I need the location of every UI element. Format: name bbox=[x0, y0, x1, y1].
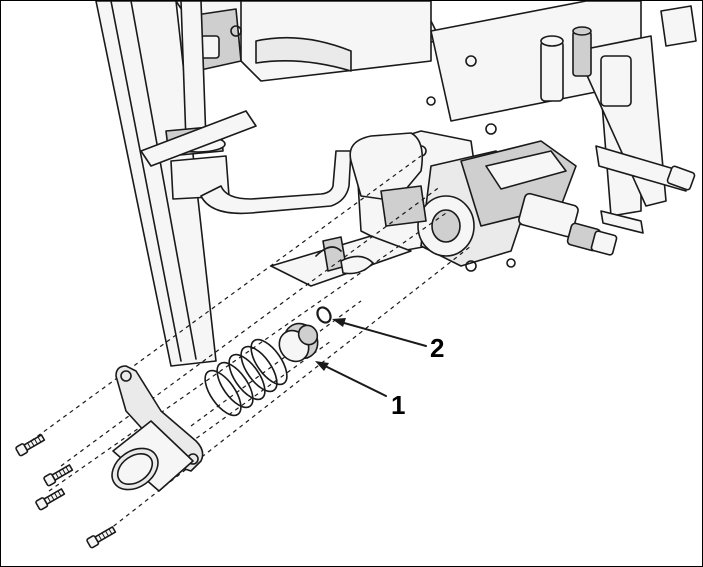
heat-exchanger-housing bbox=[188, 1, 432, 82]
control-lever-arms bbox=[595, 145, 696, 234]
return-spring bbox=[204, 338, 288, 417]
alignment-guide-lines bbox=[30, 155, 472, 537]
actuator-cap bbox=[349, 132, 427, 227]
screw-middle-left bbox=[43, 464, 74, 487]
screw-bottom bbox=[86, 526, 117, 549]
cover-screws bbox=[15, 434, 117, 549]
callout-leader-lines bbox=[315, 318, 427, 397]
screw-lower-left bbox=[35, 488, 66, 511]
lower-tray bbox=[270, 235, 412, 287]
callout-label-1: 1 bbox=[391, 390, 406, 420]
callout-label-2: 2 bbox=[430, 333, 445, 363]
o-ring-part-2 bbox=[316, 306, 332, 324]
upper-right-fittings bbox=[540, 5, 697, 107]
diaphragm-plunger-part-1 bbox=[278, 322, 319, 363]
valve-cover-flange bbox=[111, 365, 204, 492]
screw-top-left bbox=[15, 434, 46, 457]
arrow-head-1 bbox=[315, 361, 329, 371]
support-bracket-plate bbox=[140, 110, 257, 167]
arrow-head-2 bbox=[332, 318, 346, 327]
